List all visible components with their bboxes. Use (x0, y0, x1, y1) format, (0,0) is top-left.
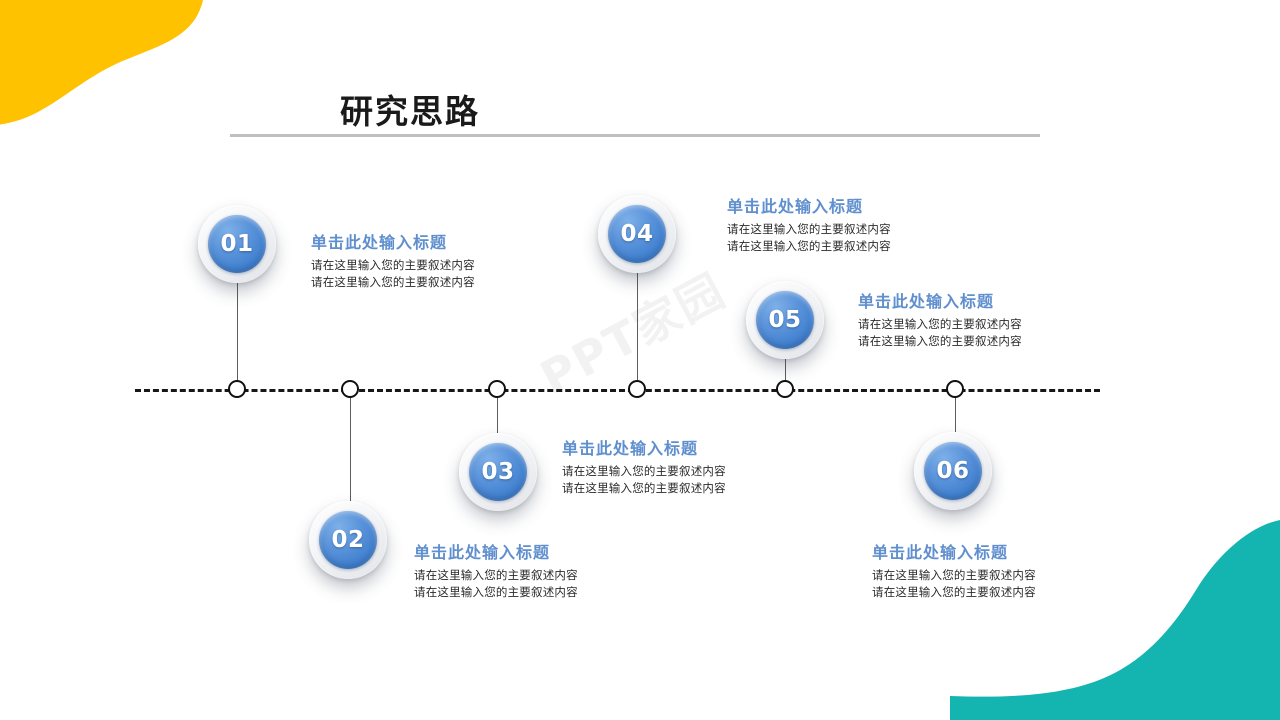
timeline-node-03[interactable] (488, 380, 506, 398)
item-heading-03: 单击此处输入标题 (562, 439, 699, 458)
connector-stem-05 (785, 358, 786, 389)
slide-header: 研究思路 (230, 92, 1040, 144)
item-line1-01: 请在这里输入您的主要叙述内容 (311, 258, 475, 272)
item-line1-04: 请在这里输入您的主要叙述内容 (727, 222, 891, 236)
timeline-item-text-01: 单击此处输入标题 请在这里输入您的主要叙述内容 请在这里输入您的主要叙述内容 (311, 232, 611, 291)
item-heading-01: 单击此处输入标题 (311, 233, 448, 252)
timeline-item-text-06: 单击此处输入标题 请在这里输入您的主要叙述内容 请在这里输入您的主要叙述内容 (872, 542, 1172, 601)
item-line2-06: 请在这里输入您的主要叙述内容 (872, 585, 1036, 599)
connector-stem-03 (497, 389, 498, 443)
timeline-medallion-01[interactable]: 01 (198, 205, 276, 283)
page-title: 研究思路 (340, 92, 480, 131)
timeline-item-text-03: 单击此处输入标题 请在这里输入您的主要叙述内容 请在这里输入您的主要叙述内容 (562, 438, 862, 497)
timeline-node-06[interactable] (946, 380, 964, 398)
timeline-node-02[interactable] (341, 380, 359, 398)
item-line1-06: 请在这里输入您的主要叙述内容 (872, 568, 1036, 582)
connector-stem-06 (955, 389, 956, 432)
medallion-number-06: 06 (936, 458, 970, 484)
timeline-medallion-06[interactable]: 06 (914, 432, 992, 510)
timeline-medallion-04[interactable]: 04 (598, 195, 676, 273)
medallion-number-01: 01 (220, 231, 254, 257)
timeline-node-01[interactable] (228, 380, 246, 398)
medallion-inner-01: 01 (208, 215, 266, 273)
medallion-number-05: 05 (768, 307, 802, 333)
item-heading-06: 单击此处输入标题 (872, 543, 1009, 562)
item-heading-02: 单击此处输入标题 (414, 543, 551, 562)
medallion-inner-03: 03 (469, 443, 527, 501)
medallion-number-03: 03 (481, 459, 515, 485)
item-heading-04: 单击此处输入标题 (727, 197, 864, 216)
item-heading-05: 单击此处输入标题 (858, 292, 995, 311)
yellow-blob-decoration (0, 0, 203, 125)
watermark-text: PPT家园 (531, 262, 735, 405)
connector-stem-01 (237, 282, 238, 389)
item-line1-05: 请在这里输入您的主要叙述内容 (858, 317, 1022, 331)
medallion-number-04: 04 (620, 221, 654, 247)
item-line2-05: 请在这里输入您的主要叙述内容 (858, 334, 1022, 348)
title-divider (230, 134, 1040, 137)
item-line1-03: 请在这里输入您的主要叙述内容 (562, 464, 726, 478)
timeline-item-text-04: 单击此处输入标题 请在这里输入您的主要叙述内容 请在这里输入您的主要叙述内容 (727, 196, 1027, 255)
item-line2-03: 请在这里输入您的主要叙述内容 (562, 481, 726, 495)
medallion-inner-05: 05 (756, 291, 814, 349)
timeline-node-04[interactable] (628, 380, 646, 398)
medallion-number-02: 02 (331, 527, 365, 553)
connector-stem-02 (350, 389, 351, 507)
timeline-medallion-05[interactable]: 05 (746, 281, 824, 359)
timeline-item-text-02: 单击此处输入标题 请在这里输入您的主要叙述内容 请在这里输入您的主要叙述内容 (414, 542, 714, 601)
item-line1-02: 请在这里输入您的主要叙述内容 (414, 568, 578, 582)
timeline-axis (135, 389, 1100, 392)
timeline-medallion-02[interactable]: 02 (309, 501, 387, 579)
medallion-inner-06: 06 (924, 442, 982, 500)
timeline-medallion-03[interactable]: 03 (459, 433, 537, 511)
medallion-inner-04: 04 (608, 205, 666, 263)
timeline-item-text-05: 单击此处输入标题 请在这里输入您的主要叙述内容 请在这里输入您的主要叙述内容 (858, 291, 1158, 350)
connector-stem-04 (637, 272, 638, 389)
item-line2-04: 请在这里输入您的主要叙述内容 (727, 239, 891, 253)
item-line2-02: 请在这里输入您的主要叙述内容 (414, 585, 578, 599)
medallion-inner-02: 02 (319, 511, 377, 569)
timeline-node-05[interactable] (776, 380, 794, 398)
item-line2-01: 请在这里输入您的主要叙述内容 (311, 275, 475, 289)
